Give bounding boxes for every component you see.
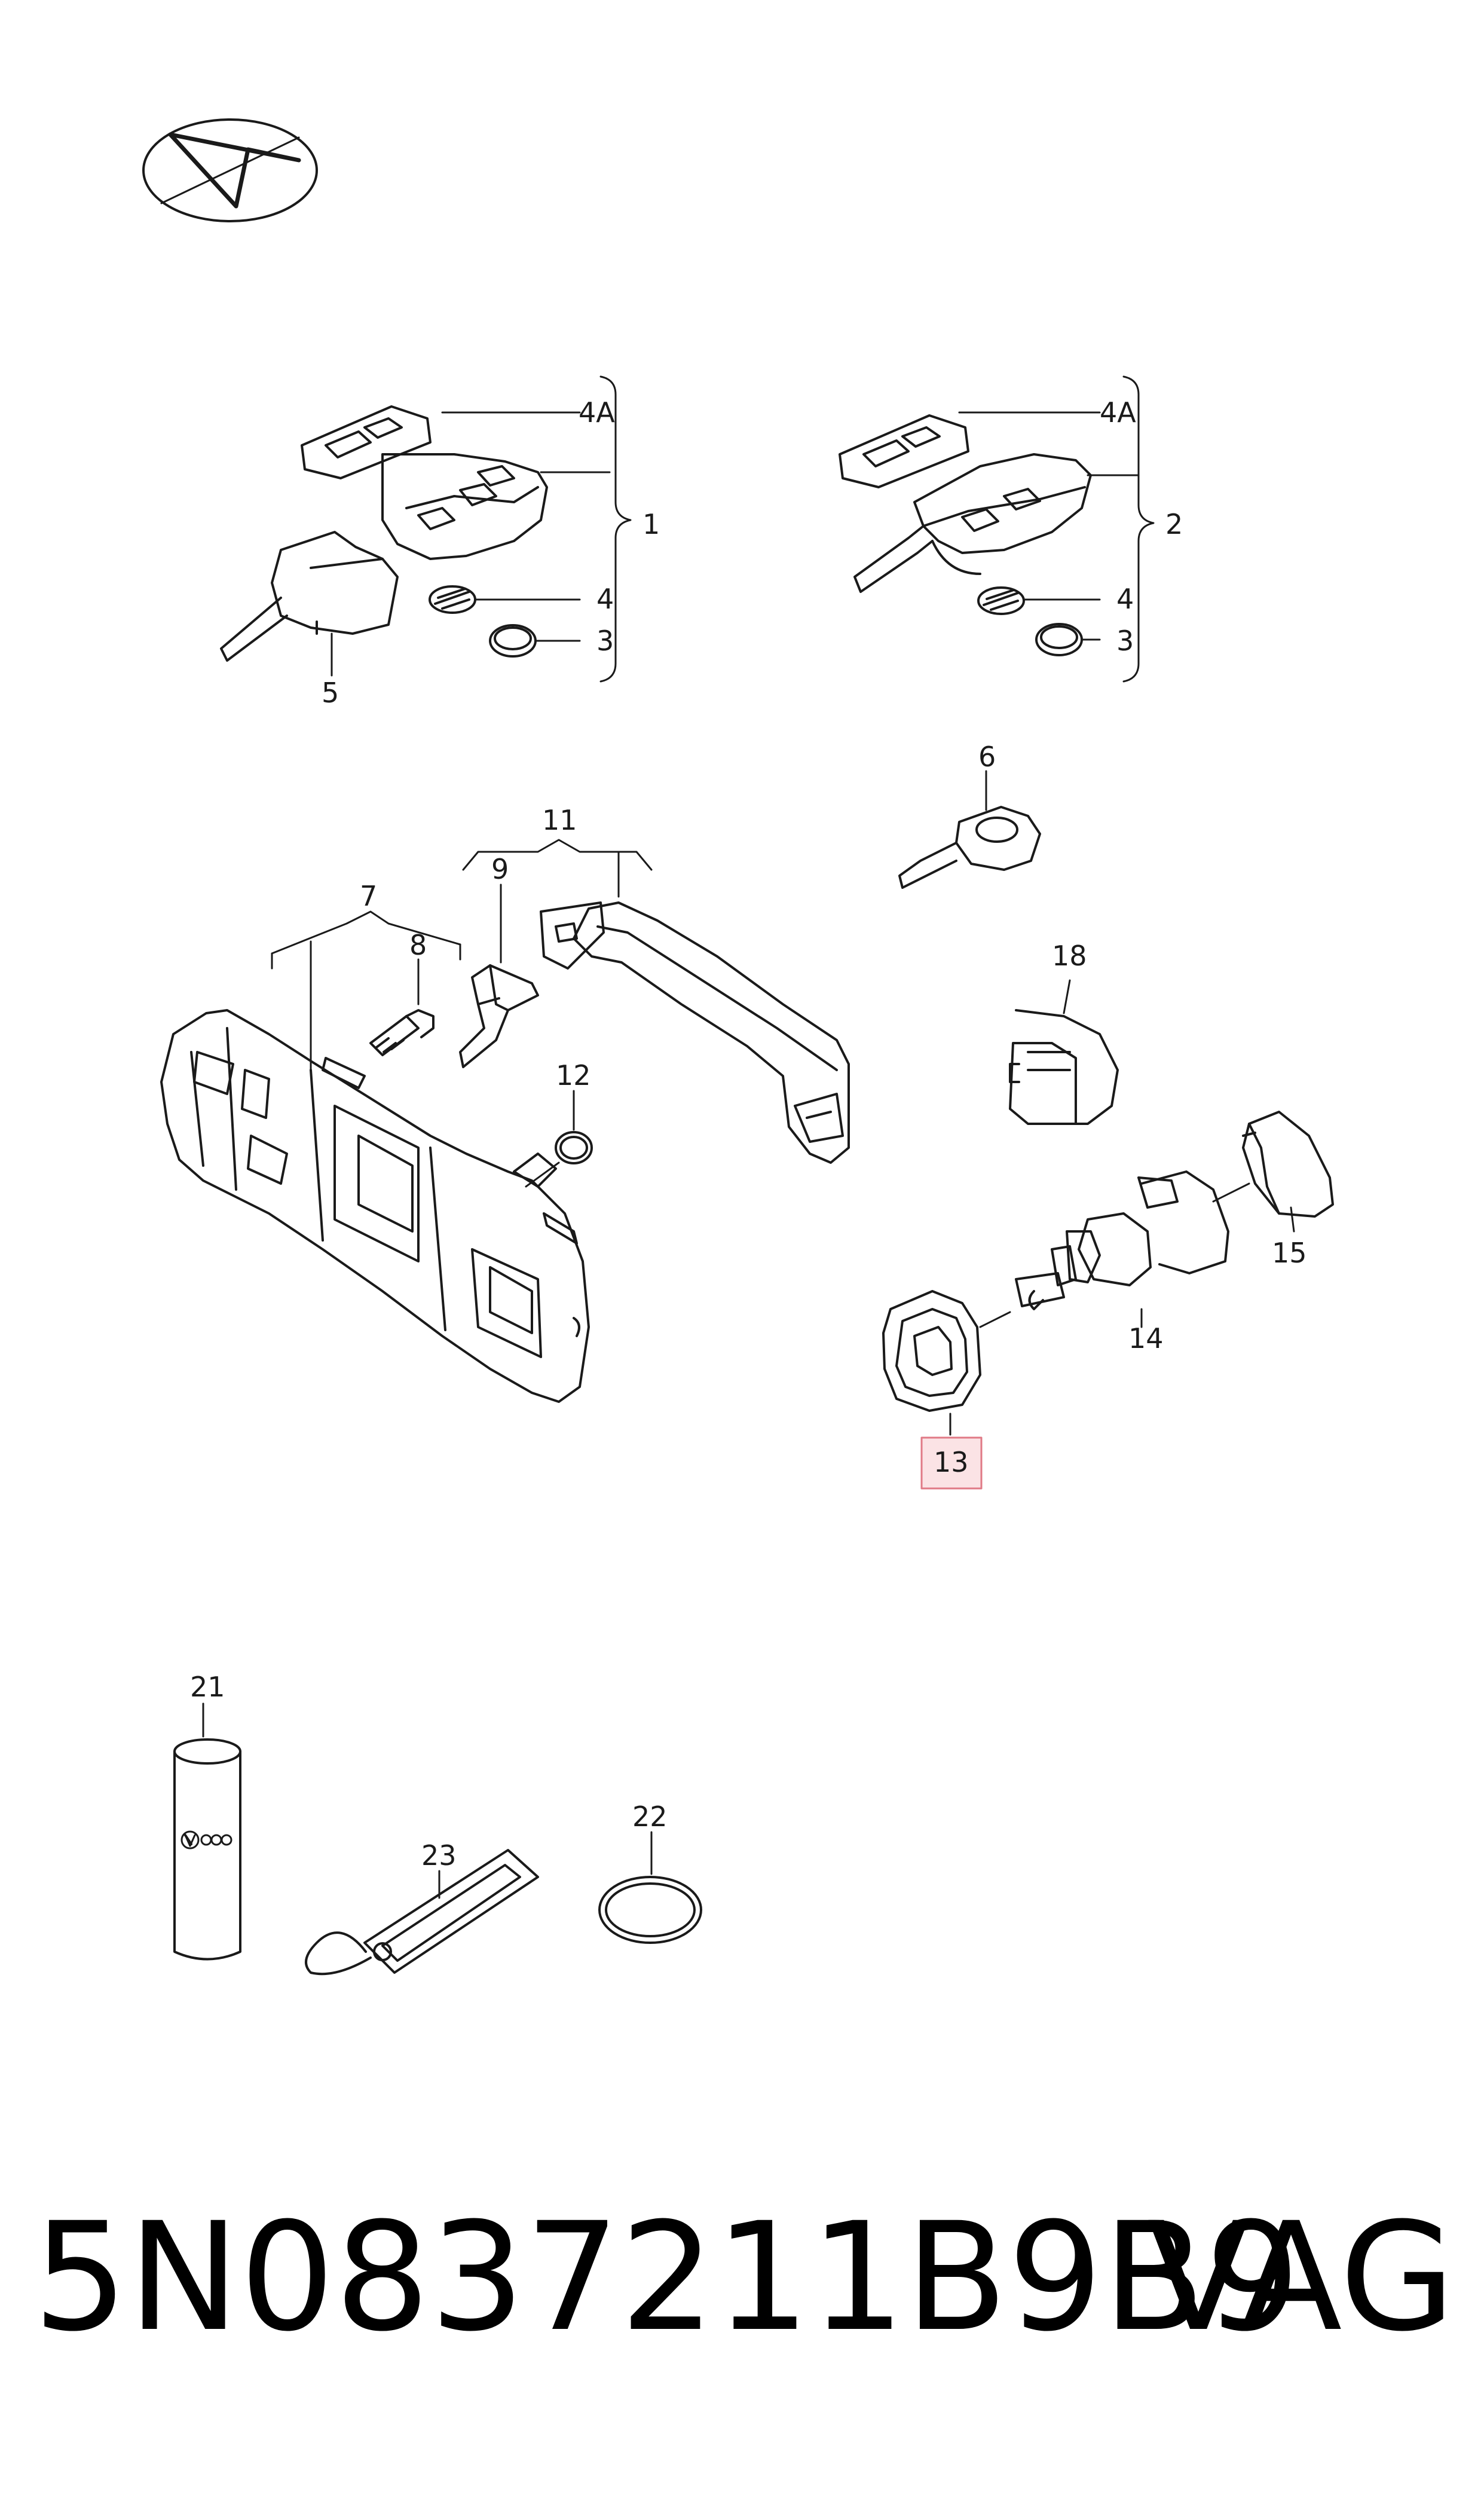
callout-5[interactable]: 5 bbox=[322, 677, 339, 709]
callout-21[interactable]: 21 bbox=[190, 1671, 225, 1703]
o-ring-22 bbox=[598, 1831, 702, 1944]
callout-2[interactable]: 2 bbox=[1165, 508, 1183, 540]
callout-3-left[interactable]: 3 bbox=[596, 625, 614, 657]
callout-18[interactable]: 18 bbox=[1052, 940, 1087, 972]
callout-6[interactable]: 6 bbox=[978, 741, 996, 773]
callout-highlight-13 bbox=[920, 1436, 983, 1490]
key-blade-6 bbox=[898, 770, 1041, 889]
callout-8[interactable]: 8 bbox=[409, 929, 427, 961]
callout-4-left[interactable]: 4 bbox=[596, 583, 614, 615]
key-fob-folding-left bbox=[220, 405, 548, 662]
callout-15[interactable]: 15 bbox=[1272, 1237, 1307, 1269]
callout-4A-left[interactable]: 4A bbox=[579, 396, 615, 429]
gasket-13 bbox=[882, 1290, 981, 1436]
leader-lines-left bbox=[331, 375, 632, 683]
callout-23[interactable]: 23 bbox=[421, 1839, 457, 1872]
callout-14[interactable]: 14 bbox=[1128, 1322, 1164, 1355]
footer: 5N0837211B9B9 VAG bbox=[33, 2200, 1455, 2355]
microswitch-18 bbox=[1009, 979, 1119, 1125]
part-number: 5N0837211B9B9 bbox=[33, 2190, 1301, 2364]
callout-12[interactable]: 12 bbox=[556, 1059, 591, 1092]
leader-lines-right bbox=[958, 375, 1155, 683]
callout-9[interactable]: 9 bbox=[491, 853, 509, 885]
callout-22[interactable]: 22 bbox=[632, 1800, 668, 1833]
callout-4A-right[interactable]: 4A bbox=[1100, 396, 1136, 429]
callout-3-right[interactable]: 3 bbox=[1116, 625, 1134, 657]
key-fob-folding-right bbox=[839, 414, 1092, 593]
clip-9 bbox=[459, 883, 539, 1068]
callout-13[interactable]: 13 bbox=[934, 1446, 969, 1478]
callout-7[interactable]: 7 bbox=[360, 880, 377, 912]
bracket-7 bbox=[271, 910, 461, 1071]
handle-carrier-7 bbox=[160, 1009, 590, 1403]
seal-ring-12 bbox=[525, 1090, 593, 1188]
key-parts-right bbox=[977, 586, 1083, 656]
callout-4-right[interactable]: 4 bbox=[1116, 583, 1134, 615]
callout-11[interactable]: 11 bbox=[542, 804, 577, 836]
tag-with-loop-23 bbox=[305, 1849, 539, 1976]
bracket-11 bbox=[462, 839, 653, 898]
callout-1[interactable]: 1 bbox=[642, 508, 660, 540]
lock-cylinder-14 bbox=[979, 1170, 1229, 1328]
grease-tube-21 bbox=[173, 1702, 241, 1961]
key-parts-left bbox=[429, 585, 537, 658]
door-handle-11 bbox=[540, 901, 850, 1164]
brand-label: VAG bbox=[1147, 2190, 1455, 2364]
lock-cap-15 bbox=[1212, 1111, 1334, 1233]
orientation-arrow-icon bbox=[142, 118, 318, 222]
screw-8 bbox=[369, 958, 435, 1056]
